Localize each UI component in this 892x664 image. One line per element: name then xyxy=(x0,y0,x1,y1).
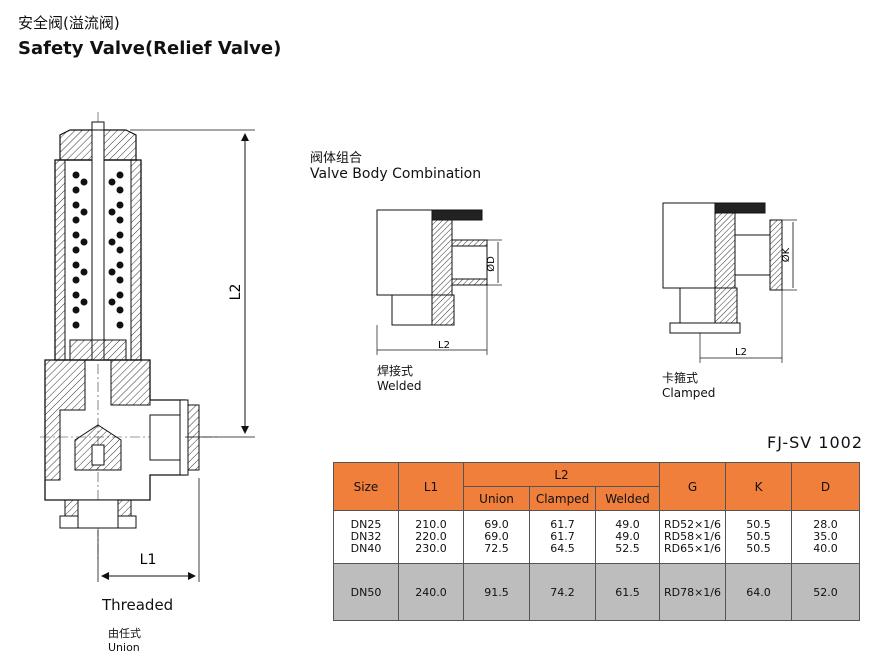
welded-caption-cn: 焊接式 xyxy=(377,364,414,378)
clamped-valve-drawing: ØK L2 xyxy=(662,202,797,363)
welded-dim-l2: L2 xyxy=(438,340,450,351)
header-l2: L2 xyxy=(463,462,660,487)
union-caption: 由任式 Union xyxy=(108,627,141,655)
model-number: FJ-SV 1002 xyxy=(767,433,864,452)
clamped-caption-en: Clamped xyxy=(662,386,716,400)
dim-l1-label: L1 xyxy=(140,552,157,568)
cell-welded: 61.5 xyxy=(595,563,660,621)
union-caption-cn: 由任式 xyxy=(108,627,141,640)
header-clamped: Clamped xyxy=(529,486,596,511)
clamped-caption: 卡箍式 Clamped xyxy=(662,371,715,401)
header-k: K xyxy=(725,462,792,511)
welded-valve-drawing: ØD L2 xyxy=(376,209,502,355)
cell-l1: 240.0 xyxy=(398,563,464,621)
table-row: DN50 240.0 91.5 74.2 61.5 RD78×1/6 64.0 … xyxy=(333,563,860,621)
header-d: D xyxy=(791,462,860,511)
cell-k: 64.0 xyxy=(725,563,792,621)
spec-table: Size L1 L2 G K D Union Clamped Welded DN… xyxy=(333,462,860,621)
welded-caption-en: Welded xyxy=(377,379,422,393)
cell-clamped: 74.2 xyxy=(529,563,596,621)
combination-title-cn: 阀体组合 xyxy=(310,151,363,166)
header-l1: L1 xyxy=(398,462,464,511)
clamped-dim-k: ØK xyxy=(780,247,792,262)
header-welded: Welded xyxy=(595,486,660,511)
header-g: G xyxy=(659,462,726,511)
cell-union: 91.5 xyxy=(463,563,530,621)
welded-caption: 焊接式 Welded xyxy=(377,364,422,394)
safety-valve-drawing: L2 L1 xyxy=(40,112,255,582)
spring-coils xyxy=(72,171,124,329)
combination-title-en: Valve Body Combination xyxy=(310,166,482,182)
clamped-caption-cn: 卡箍式 xyxy=(662,371,699,385)
union-caption-en: Union xyxy=(108,641,140,654)
clamped-dim-l2: L2 xyxy=(735,347,747,358)
page-title-en: Safety Valve(Relief Valve) xyxy=(18,38,282,59)
header-union: Union xyxy=(463,486,530,511)
dim-l2-label: L2 xyxy=(228,284,244,301)
page-title-cn: 安全阀(溢流阀) xyxy=(18,14,120,32)
welded-dim-d: ØD xyxy=(485,256,497,272)
cell-size: DN50 xyxy=(333,563,399,621)
cell-g: RD78×1/6 xyxy=(659,563,726,621)
cell-d: 52.0 xyxy=(791,563,860,621)
threaded-label: Threaded xyxy=(102,596,174,614)
header-size: Size xyxy=(333,462,399,511)
